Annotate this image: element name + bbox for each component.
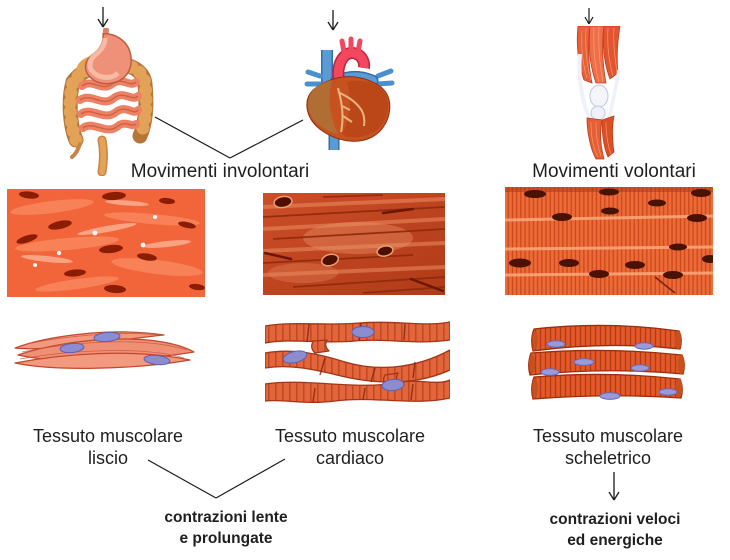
connector-involuntary-lines (154, 116, 304, 159)
cardiac-muscle-cells-illustration (265, 321, 450, 404)
fast-contractions-line2: ed energiche (567, 532, 663, 549)
smooth-muscle-cells-illustration (14, 331, 195, 369)
tissue-label-line2: scheletrico (564, 448, 652, 468)
tissue-label-line1: Tessuto muscolare (32, 426, 184, 446)
connector-slow-contractions-lines (147, 458, 286, 499)
tissue-label-cardiaco: Tessuto muscolare cardiaco (260, 425, 440, 469)
tissue-label-line1: Tessuto muscolare (532, 426, 684, 446)
tissue-label-line2: liscio (87, 448, 128, 468)
fast-contractions-label: contrazioni veloci ed energiche (525, 509, 705, 551)
voluntary-movements-label: Movimenti volontari (532, 161, 696, 182)
digestive-system-icon (62, 28, 154, 176)
fast-contractions-line1: contrazioni veloci (549, 511, 681, 528)
smooth-muscle-micrograph (7, 189, 205, 297)
cardiac-muscle-micrograph (263, 193, 445, 295)
knee-muscles-icon (576, 26, 621, 160)
slow-contractions-line1: contrazioni lente (164, 509, 288, 526)
slow-contractions-label: contrazioni lente e prolungate (136, 507, 316, 549)
skeletal-muscle-cells-illustration (528, 324, 685, 400)
tissue-label-scheletrico: Tessuto muscolare scheletrico (518, 425, 698, 469)
heart-icon (304, 36, 395, 150)
tissue-label-line1: Tessuto muscolare (274, 426, 426, 446)
involuntary-movements-label: Movimenti involontari (130, 161, 310, 182)
down-arrow-icon (584, 8, 594, 25)
skeletal-muscle-micrograph (505, 187, 713, 295)
down-arrow-icon (608, 472, 620, 501)
down-arrow-icon (97, 7, 109, 28)
tissue-label-line2: cardiaco (315, 448, 385, 468)
down-arrow-icon (327, 10, 339, 31)
slow-contractions-line2: e prolungate (179, 530, 273, 547)
tissue-label-liscio: Tessuto muscolare liscio (18, 425, 198, 469)
